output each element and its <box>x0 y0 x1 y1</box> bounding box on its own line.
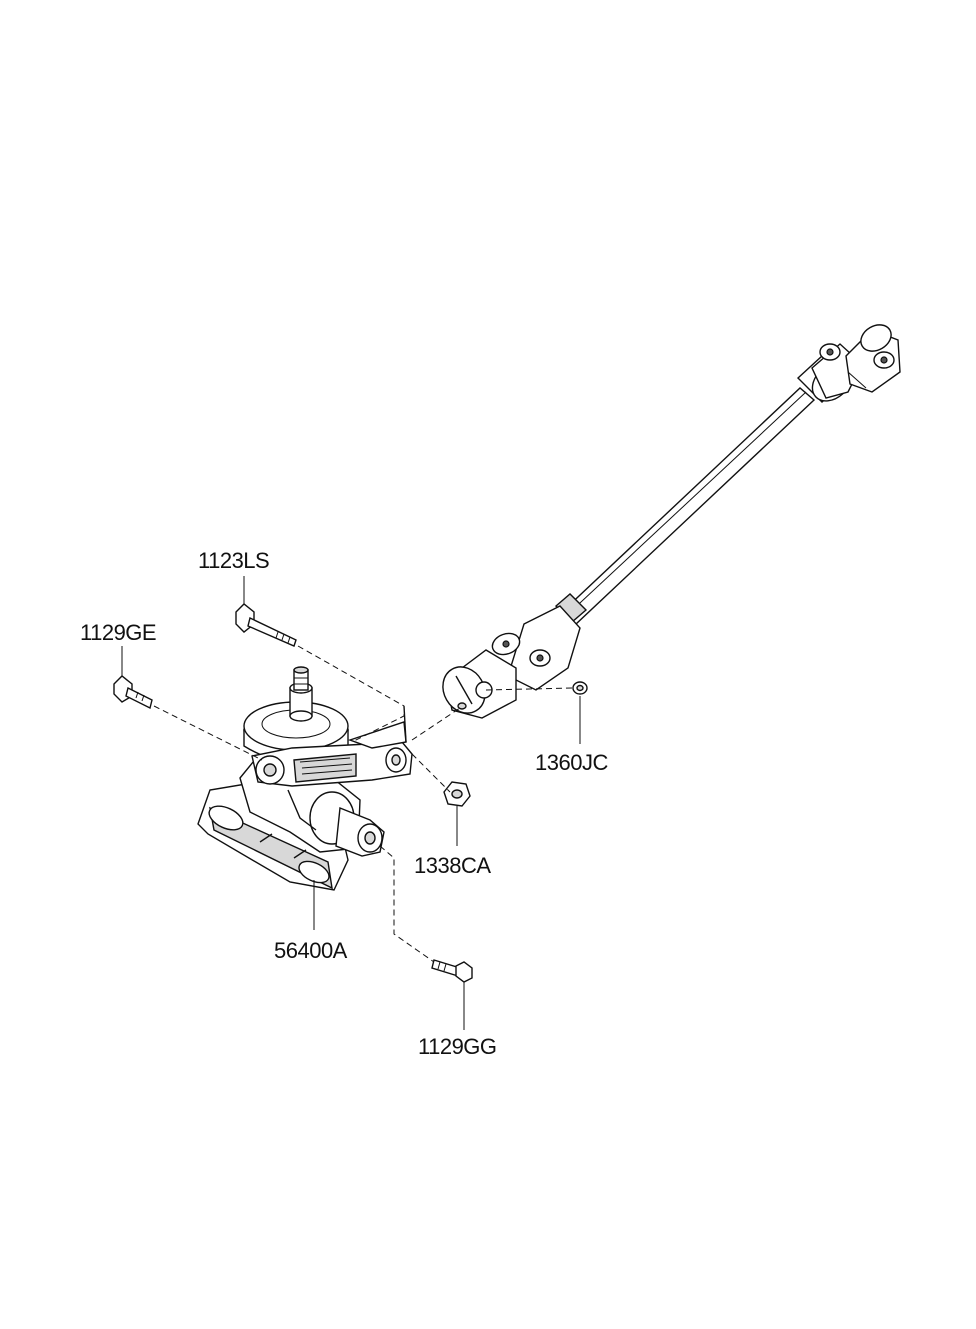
label-1360jc: 1360JC <box>535 750 608 775</box>
label-1129ge: 1129GE <box>80 620 157 645</box>
bolt-1129gg <box>431 959 473 983</box>
lower-universal-joint <box>442 605 581 719</box>
label-1123ls: 1123LS <box>198 548 270 573</box>
upper-universal-joint <box>811 324 901 402</box>
steering-shaft <box>554 355 848 625</box>
washer-1360jc <box>572 681 588 695</box>
label-1338ca: 1338CA <box>414 853 491 878</box>
label-1129gg: 1129GG <box>418 1034 497 1059</box>
bolt-1123ls <box>235 603 297 647</box>
bolt-1129ge <box>113 675 153 710</box>
assembly-lines <box>153 645 573 963</box>
label-56400a: 56400A <box>274 938 347 963</box>
label-leaders <box>121 576 581 1030</box>
gear-box-assembly <box>197 666 413 891</box>
nut-1338ca <box>443 781 471 807</box>
